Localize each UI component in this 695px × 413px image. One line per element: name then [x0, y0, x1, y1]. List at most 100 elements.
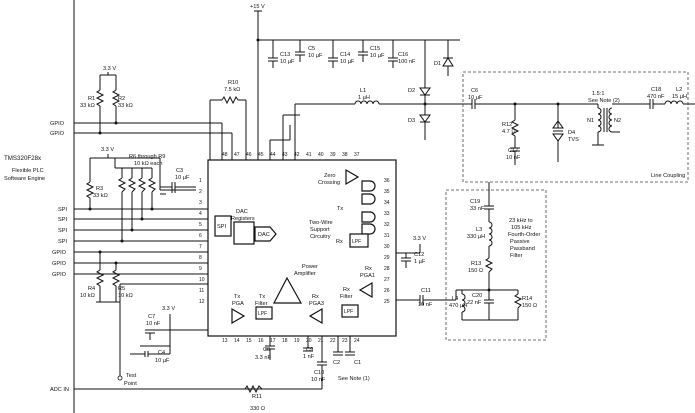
c12-c11-area: 3.3 V C12 1 µF C11 10 nF — [396, 236, 456, 308]
ic-pin-left-5: 5 — [199, 222, 202, 228]
c15-label: C15 — [370, 46, 380, 52]
c19-label: C19 — [470, 199, 480, 205]
ic-pin-top-10: 39 — [330, 152, 336, 158]
mcu-subtitle-2: Software Engine — [4, 176, 45, 182]
ic-pin-bottom-11: 23 — [342, 338, 348, 344]
two-wire-label-2: Support — [310, 227, 330, 233]
note-1: See Note (1) — [338, 376, 370, 382]
test-point-label-1: Test — [126, 373, 137, 379]
c7-value: 10 nF — [146, 321, 161, 327]
c19-value: 33 nF — [470, 206, 485, 212]
r4-r5-pulldowns: R4 10 kΩ R5 10 kΩ — [80, 250, 133, 303]
c3-label: C3 — [176, 168, 183, 174]
rx-filter-label-2: Filter — [340, 294, 353, 300]
l3-value: 330 µH — [467, 234, 485, 240]
n2-label: N2 — [614, 118, 621, 124]
dac-registers-2: Registers — [231, 216, 255, 222]
ic-pin-top-2: 47 — [234, 152, 240, 158]
test-point-label-2: Point — [124, 381, 137, 387]
bottom-components: C8 3.3 nF C9 1 nF C10 10 nF C2 C1 See No… — [244, 336, 370, 412]
line-coupling-label: Line Coupling — [651, 173, 685, 179]
ic-pin-left-8: 8 — [199, 255, 202, 261]
d4-value: TVS — [568, 137, 579, 143]
rx-pga1-label-2: PGA1 — [360, 273, 375, 279]
r5-label: R5 — [118, 286, 125, 292]
ic-pin-right-8: 29 — [384, 255, 390, 261]
rx-pga1-label-1: Rx — [365, 266, 372, 272]
c9-label: C9 — [306, 347, 313, 353]
c1-label: C1 — [354, 360, 361, 366]
ic-pin-bottom-7: 19 — [294, 338, 300, 344]
c8-value: 3.3 nF — [255, 355, 271, 361]
r12-value: 4.7 Ω — [502, 129, 516, 135]
c11-label: C11 — [421, 288, 431, 294]
ic-pin-top-6: 43 — [282, 152, 288, 158]
ic-pin-left-2: 2 — [199, 189, 202, 195]
ic-pin-left-7: 7 — [199, 244, 202, 250]
rx-filter-label-1: Rx — [343, 287, 350, 293]
d3-label: D3 — [408, 118, 415, 124]
l1-label: L1 — [360, 88, 366, 94]
zero-crossing-label-1: Zero — [324, 173, 336, 179]
r1-label: R1 — [88, 96, 95, 102]
ic-pin-bottom-4: 16 — [258, 338, 264, 344]
ic-pin-top-4: 45 — [258, 152, 264, 158]
dac-block-label: DAC — [258, 232, 270, 238]
ic-pin-top-3: 46 — [246, 152, 252, 158]
ic-pin-bottom-5: 17 — [270, 338, 276, 344]
rx-lpf-label: LPF — [344, 309, 353, 315]
ic-pin-top-5: 44 — [270, 152, 276, 158]
xfmr-note: See Note (2) — [588, 98, 620, 104]
c4-label: C4 — [158, 350, 165, 356]
rx-lpf-group-label: Rx — [336, 239, 343, 245]
c16-label: C16 — [398, 52, 408, 58]
c14-value: 10 µF — [340, 59, 355, 65]
dac-registers-1: DAC — [236, 209, 248, 215]
r14-value: 150 Ω — [522, 303, 537, 309]
r4-value: 10 kΩ — [80, 293, 95, 299]
ic-pin-left-1: 1 — [199, 178, 202, 184]
r6-r9-value: 10 kΩ each — [134, 161, 162, 167]
r11-label: R11 — [252, 394, 262, 400]
c4-value: 10 µF — [155, 358, 170, 364]
supply-3v3-mid: 3.3 V — [101, 147, 114, 153]
r11-value: 330 Ω — [250, 406, 265, 412]
r14-label: R14 — [522, 296, 532, 302]
supply-15v-rail: +15 V C13 10 µF C5 10 µF C14 10 µF C15 1… — [250, 4, 460, 160]
two-wire-lpf-label: LPF — [352, 239, 361, 245]
ic-pin-bottom-12: 24 — [354, 338, 360, 344]
ic-pin-bottom-1: 13 — [222, 338, 228, 344]
tx-filter-label-2: Filter — [255, 301, 268, 307]
n1-label: N1 — [587, 118, 594, 124]
spi-block-label: SPI — [217, 224, 226, 230]
c20-label: C20 — [472, 293, 482, 299]
r13-label: R13 — [471, 261, 481, 267]
c12-label: C12 — [414, 252, 424, 258]
r2-label: R2 — [118, 96, 125, 102]
filter-label-2: 105 kHz — [511, 225, 532, 231]
r6-r9-label: R6 through R9 — [129, 154, 165, 160]
c20-value: 22 nF — [467, 300, 482, 306]
c18-value: 470 nF — [647, 94, 665, 100]
rx-pga3-label-1: Rx — [312, 294, 319, 300]
r10-resistor: R10 7.5 kΩ — [209, 80, 247, 160]
c6-value: 10 µF — [468, 95, 483, 101]
c13-value: 10 µF — [280, 59, 295, 65]
mcu-pin-gpio-1: GPIO — [50, 121, 65, 127]
r3-value: 33 kΩ — [93, 193, 108, 199]
c16-value: 100 nF — [398, 59, 416, 65]
c5-value: 10 µF — [308, 53, 323, 59]
ic-pin-right-12: 25 — [384, 299, 390, 305]
mcu-pin-gpio-3: GPIO — [52, 250, 67, 256]
ic-pin-bottom-2: 14 — [234, 338, 240, 344]
l3-label: L3 — [476, 227, 482, 233]
mcu-pin-adc-in: ADC IN — [50, 387, 69, 393]
supply-3v3-right: 3.3 V — [413, 236, 426, 242]
l1-value: 1 µH — [358, 95, 370, 101]
mcu-pin-gpio-4: GPIO — [52, 261, 67, 267]
two-wire-label-3: Circuitry — [310, 234, 331, 240]
ic-pin-left-9: 9 — [199, 266, 202, 272]
c6-label: C6 — [471, 88, 478, 94]
r2-value: 33 kΩ — [118, 103, 133, 109]
ic-pin-right-2: 35 — [384, 189, 390, 195]
